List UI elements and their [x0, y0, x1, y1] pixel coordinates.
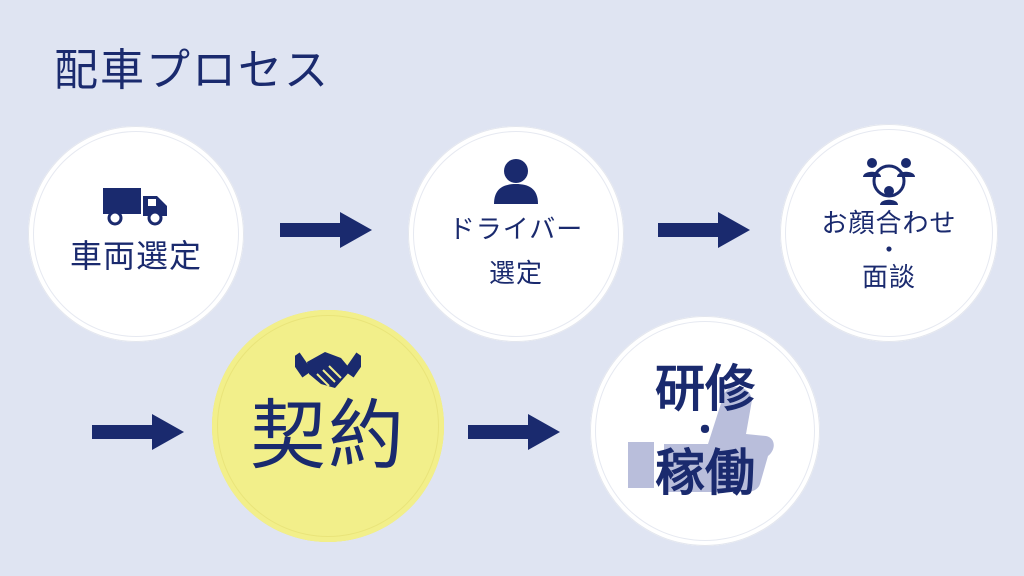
- arrow-right-icon: [468, 414, 560, 450]
- step-label-line2: 面談: [861, 263, 916, 293]
- step-vehicle-selection: 車両選定: [28, 126, 244, 342]
- truck-icon: [103, 186, 169, 226]
- step-separator: ・: [877, 236, 901, 264]
- people-network-icon: [861, 155, 917, 207]
- person-icon: [492, 158, 540, 204]
- handshake-icon: [295, 344, 361, 394]
- step-contract: 契約: [212, 310, 444, 542]
- step-separator: ・: [688, 411, 722, 451]
- step-training-operation: 研修 ・ 稼働: [590, 316, 820, 546]
- step-label-line2: 稼働: [655, 444, 755, 502]
- page-title: 配車プロセス: [54, 45, 330, 96]
- arrow-right-icon: [658, 212, 750, 248]
- step-label-line2: 選定: [488, 259, 543, 289]
- arrow-right-icon: [280, 212, 372, 248]
- step-label-line1: ドライバー: [448, 215, 584, 245]
- step-label-line1: 研修: [655, 360, 755, 418]
- step-label: 車両選定: [69, 237, 202, 275]
- step-driver-selection: ドライバー 選定: [408, 126, 624, 342]
- step-label-line1: お顔合わせ: [821, 209, 957, 239]
- step-meeting-interview: お顔合わせ ・ 面談: [780, 124, 998, 342]
- thumbs-up-icon: [628, 364, 778, 494]
- step-label: 契約: [250, 391, 406, 480]
- arrow-right-icon: [92, 414, 184, 450]
